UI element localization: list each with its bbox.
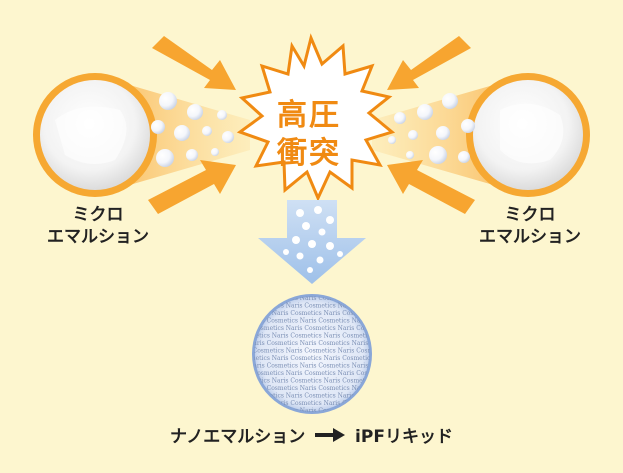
bottom-caption: ナノエマルション iPFリキッド — [0, 422, 623, 447]
arrow-top-right — [387, 36, 471, 90]
left-label-line-1: ミクロ — [72, 205, 124, 225]
caption-ipf-liquid: iPFリキッド — [355, 427, 453, 447]
pattern-text-line: Naris Cosmetics Naris Cosmetics Naris Co… — [248, 340, 557, 347]
pattern-text-line: Naris Cosmetics Naris Cosmetics Naris Co… — [220, 310, 529, 317]
down-arrow — [258, 200, 366, 284]
pattern-text-line: Naris Cosmetics Naris Cosmetics Naris Co… — [248, 295, 557, 302]
pattern-text-line: Naris Cosmetics Naris Cosmetics Naris Co… — [248, 318, 557, 325]
pattern-text-line: Naris Cosmetics Naris Cosmetics Naris Co… — [220, 355, 529, 362]
left-micro-emulsion-circle — [33, 73, 157, 197]
left-micro-emulsion-label: ミクロ エマルション — [28, 204, 168, 248]
pattern-text-line: Naris Cosmetics Naris Cosmetics Naris Co… — [234, 348, 543, 355]
pattern-text-line: Naris Cosmetics Naris Cosmetics Naris Co… — [248, 385, 557, 392]
arrow-top-left — [152, 36, 236, 90]
left-label-line-2: エマルション — [47, 227, 149, 247]
arrow-bottom-right — [387, 160, 475, 214]
collision-label-line-1: 高圧 — [277, 98, 341, 133]
right-micro-emulsion-circle — [466, 73, 590, 197]
orange-arrows — [148, 36, 475, 214]
right-label-line-2: エマルション — [479, 227, 581, 247]
right-micro-emulsion-label: ミクロ エマルション — [460, 204, 600, 248]
text-pattern: Naris Cosmetics Naris Cosmetics Naris Co… — [220, 295, 557, 415]
pattern-text-line: Naris Cosmetics Naris Cosmetics Naris Co… — [234, 325, 543, 332]
pattern-text-line: Naris Cosmetics Naris Cosmetics Naris Co… — [234, 393, 543, 400]
right-arrow-icon — [315, 427, 346, 447]
pattern-text-line: Naris Cosmetics Naris Cosmetics Naris Co… — [234, 303, 543, 310]
collision-label-line-2: 衝突 — [277, 136, 341, 171]
right-bubbles — [388, 93, 475, 164]
pattern-text-line: Naris Cosmetics Naris Cosmetics Naris Co… — [220, 378, 529, 385]
pattern-text-line: Naris Cosmetics Naris Cosmetics Naris Co… — [234, 370, 543, 377]
caption-nano-emulsion: ナノエマルション — [170, 427, 306, 447]
right-label-line-1: ミクロ — [504, 205, 556, 225]
collision-starburst — [236, 33, 396, 202]
pattern-text-line: Naris Cosmetics Naris Cosmetics Naris Co… — [248, 408, 557, 415]
collision-label: 高圧 衝突 — [254, 97, 364, 173]
arrow-bottom-left — [148, 160, 236, 214]
nano-emulsion-circle: Naris Cosmetics Naris Cosmetics Naris Co… — [220, 294, 557, 415]
left-bubbles — [151, 92, 234, 167]
pattern-text-line: Naris Cosmetics Naris Cosmetics Naris Co… — [248, 363, 557, 370]
pattern-text-line: Naris Cosmetics Naris Cosmetics Naris Co… — [220, 333, 529, 340]
pattern-text-line: Naris Cosmetics Naris Cosmetics Naris Co… — [220, 400, 529, 407]
